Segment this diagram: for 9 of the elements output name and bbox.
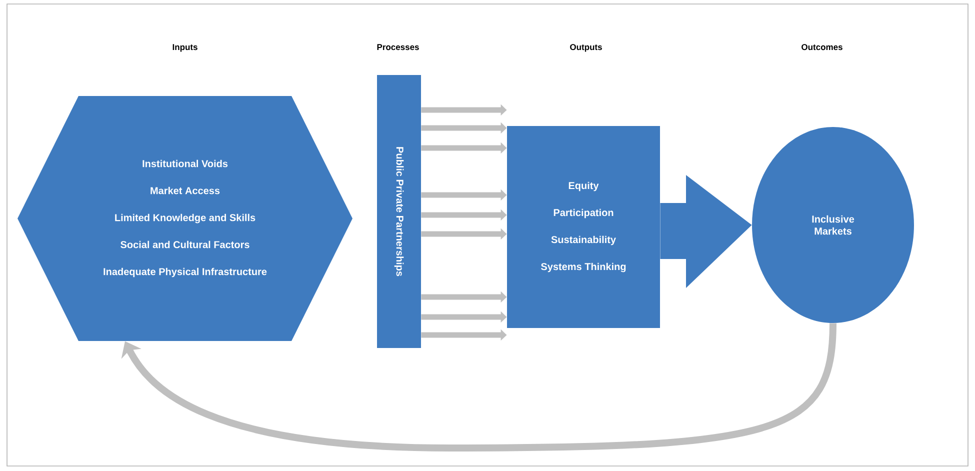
- column-heading: Processes: [377, 44, 419, 50]
- block-arrow: [660, 175, 752, 288]
- curved-arrow: [121, 323, 836, 452]
- column-heading: Outputs: [570, 44, 602, 52]
- hexagon: Institutional Voids Market Access Limited Knowledge and Skills Social and Cultural Factors Inadequate Physical Infrastructure: [18, 96, 352, 341]
- output-box: Equity Participation Sustainability Systems Thinking: [507, 126, 660, 328]
- column-heading: Inputs: [172, 44, 198, 52]
- column-heading: Outcomes: [802, 44, 842, 50]
- process-bar: Public Private Partnerships: [377, 75, 421, 348]
